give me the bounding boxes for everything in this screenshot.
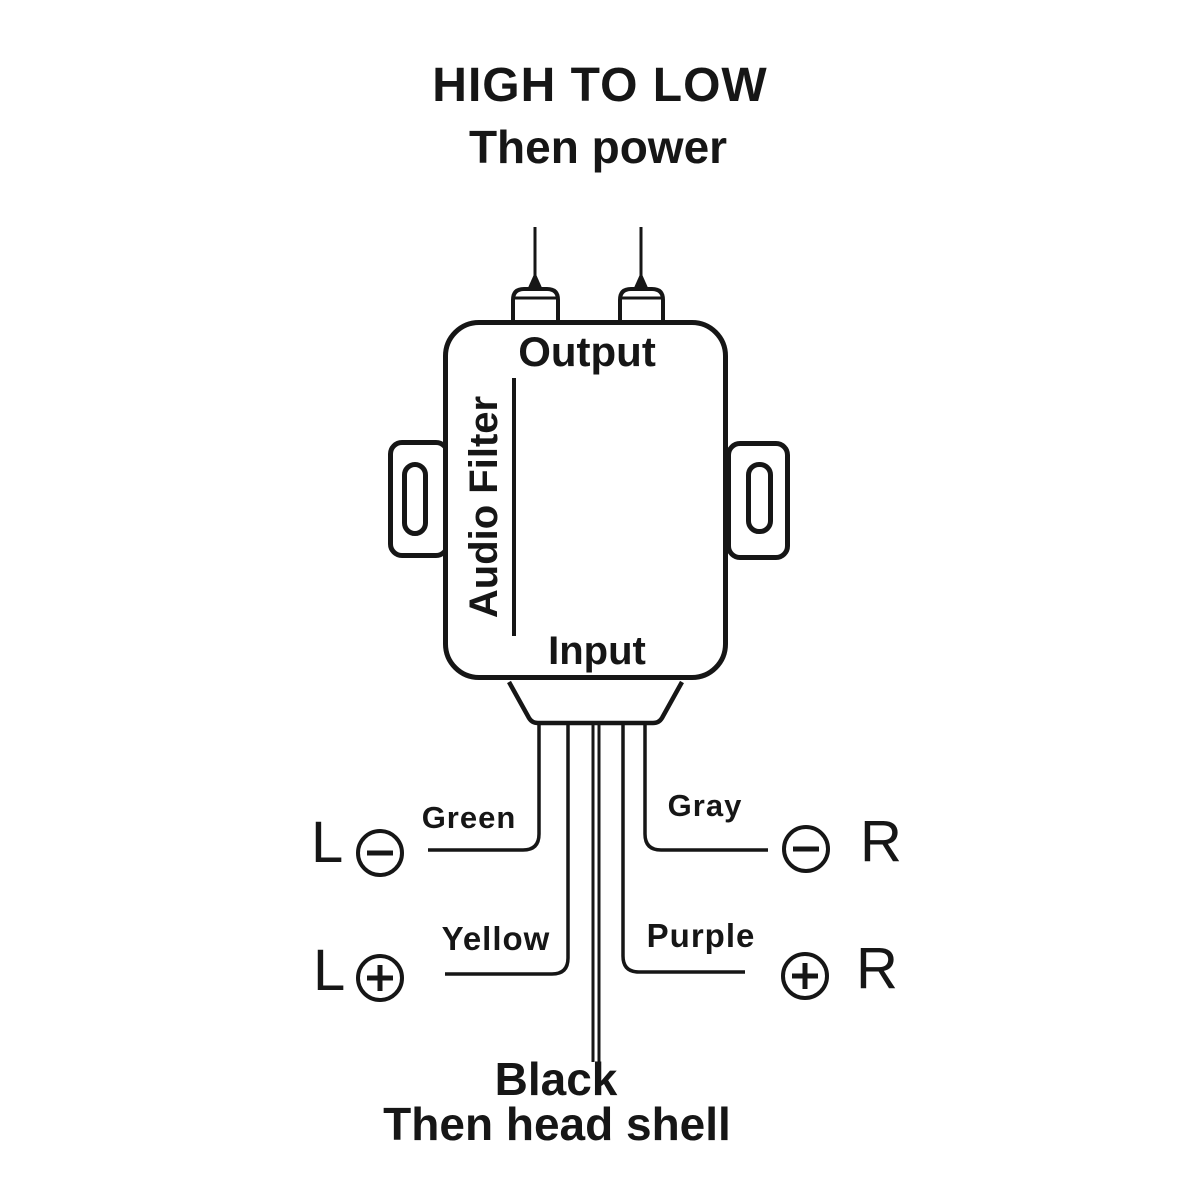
wire-label-purple: Purple <box>646 917 756 954</box>
mounting-tab-left <box>388 440 450 558</box>
diagram-title: HIGH TO LOW <box>432 59 768 112</box>
channel-letter-right-minus: R <box>860 809 902 874</box>
channel-letter-right-plus: R <box>856 936 898 1001</box>
ground-wire-label: Black <box>494 1053 618 1105</box>
wire-label-gray: Gray <box>667 788 743 823</box>
input-label: Input <box>548 629 646 673</box>
ground-wire-note: Then head shell <box>383 1098 731 1150</box>
minus-bar <box>367 850 393 856</box>
wire-purple <box>621 723 745 974</box>
minus-circle-icon <box>356 829 404 877</box>
audio-filter-box <box>443 320 728 680</box>
minus-circle-icon <box>782 825 830 873</box>
mounting-hole-right-icon <box>746 462 773 534</box>
wire-label-green: Green <box>421 800 517 835</box>
channel-letter-left-minus: L <box>311 810 344 875</box>
plus-circle-icon <box>781 952 829 1000</box>
wire-gray <box>643 723 768 852</box>
minus-bar <box>793 846 819 852</box>
input-connector-icon <box>507 680 684 726</box>
wire-arrow-icon <box>633 272 649 290</box>
wire-green <box>428 723 541 852</box>
plus-bar-vertical <box>377 965 383 991</box>
diagram-subtitle: Then power <box>468 121 728 173</box>
channel-letter-left-plus: L <box>313 938 346 1003</box>
plus-circle-icon <box>356 954 404 1002</box>
plus-bar-vertical <box>802 963 808 989</box>
wire-yellow <box>445 723 570 976</box>
output-label: Output <box>518 328 656 375</box>
wire-label-yellow: Yellow <box>441 920 551 957</box>
wire-arrow-icon <box>527 272 543 290</box>
device-side-label: Audio Filter <box>462 395 506 619</box>
mounting-hole-left-icon <box>402 462 428 536</box>
wire-black <box>591 723 601 1062</box>
side-label-underline <box>512 378 516 636</box>
rca-jack-left-icon <box>511 287 560 322</box>
rca-jack-right-icon <box>618 287 665 322</box>
